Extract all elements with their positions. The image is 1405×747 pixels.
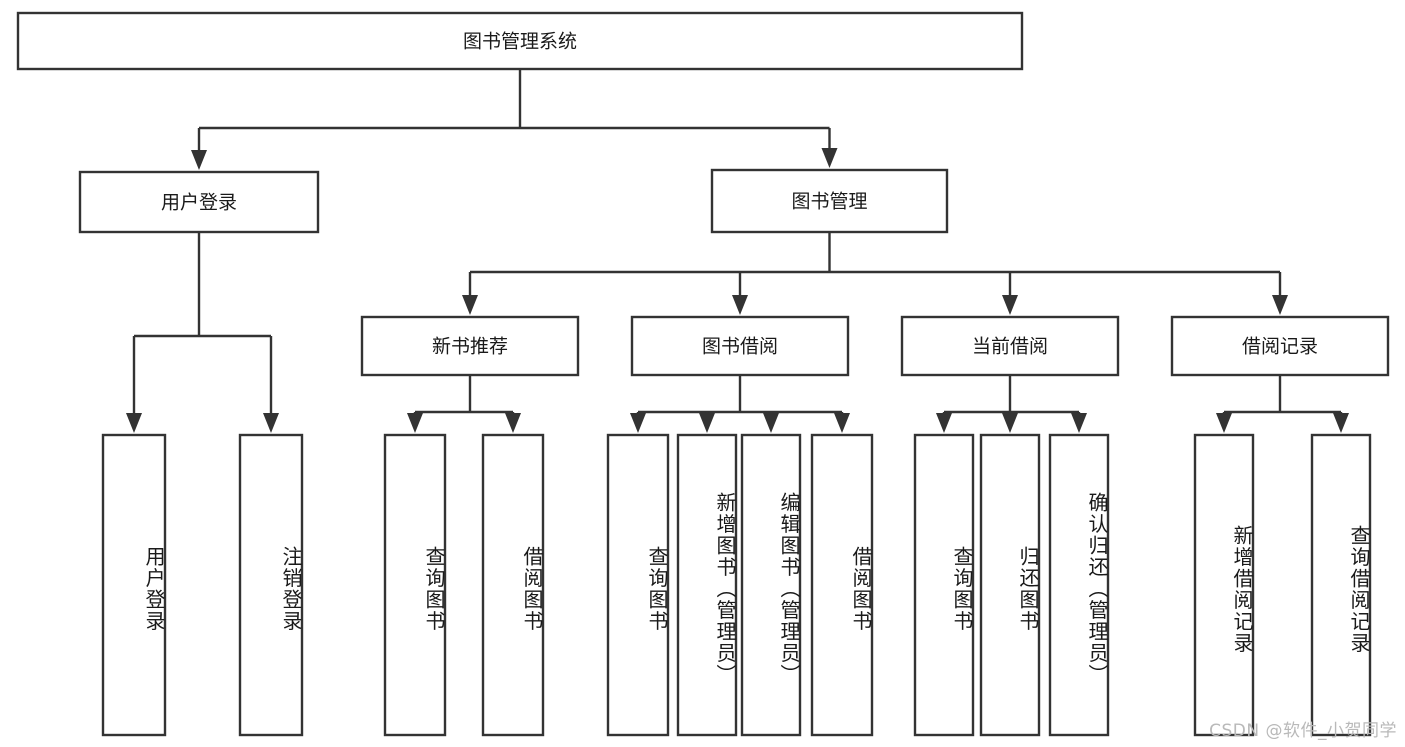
node-leaf-return-book[interactable]: [979, 433, 1041, 737]
edge-book-borrow-arrow-0: [630, 413, 646, 433]
node-leaf-borrow-book-2[interactable]: [810, 433, 874, 737]
edge-book-borrow-arrow-1: [699, 413, 715, 433]
node-book-borrow-label: 图书借阅: [702, 336, 778, 358]
edge-current-borrow-arrow-0: [936, 413, 952, 433]
node-new-book-rec[interactable]: [360, 315, 580, 377]
node-leaf-query-record[interactable]: [1310, 433, 1372, 737]
node-current-borrow-label: 当前借阅: [972, 336, 1048, 358]
csdn-watermark: CSDN @软件_小贺同学: [1209, 721, 1397, 741]
edge-borrow-record-arrow-1: [1333, 413, 1349, 433]
node-leaf-borrow-book-1[interactable]: [481, 433, 545, 737]
edge-borrow-record-arrow-0: [1216, 413, 1232, 433]
node-current-borrow[interactable]: [900, 315, 1120, 377]
node-leaf-user-logout[interactable]: [238, 433, 304, 737]
node-leaf-query-book-2[interactable]: [606, 433, 670, 737]
edge-new-book-rec-arrow-1: [505, 413, 521, 433]
node-box-layer: [16, 11, 1390, 737]
edge-current-borrow-arrow-2: [1071, 413, 1087, 433]
edge-book-manage-arrow-1: [732, 295, 748, 315]
node-leaf-user-login[interactable]: [101, 433, 167, 737]
node-root[interactable]: [16, 11, 1024, 71]
node-leaf-query-book-3[interactable]: [913, 433, 975, 737]
node-book-manage[interactable]: [710, 168, 949, 234]
node-user-login-label: 用户登录: [161, 192, 237, 214]
node-user-login[interactable]: [78, 170, 320, 234]
connector-layer: [126, 69, 1349, 433]
node-leaf-query-book-1[interactable]: [383, 433, 447, 737]
edge-new-book-rec-arrow-0: [407, 413, 423, 433]
edge-user-login-arrow-0: [126, 413, 142, 433]
edge-root-arrow-1: [821, 148, 838, 168]
node-borrow-record[interactable]: [1170, 315, 1390, 377]
edge-book-manage-arrow-0: [462, 295, 478, 315]
edge-book-manage-arrow-3: [1272, 295, 1288, 315]
node-book-borrow[interactable]: [630, 315, 850, 377]
node-root-label: 图书管理系统: [463, 31, 577, 53]
node-leaf-add-record[interactable]: [1193, 433, 1255, 737]
node-new-book-rec-label: 新书推荐: [432, 336, 508, 358]
node-book-manage-label: 图书管理: [791, 191, 867, 213]
edge-book-borrow-arrow-3: [834, 413, 850, 433]
node-leaf-add-book[interactable]: [676, 433, 738, 737]
edge-root-arrow-0: [191, 150, 207, 170]
edge-user-login-arrow-1: [263, 413, 279, 433]
edge-book-manage-arrow-2: [1002, 295, 1018, 315]
node-leaf-confirm-return[interactable]: [1048, 433, 1110, 737]
node-leaf-edit-book[interactable]: [740, 433, 802, 737]
node-borrow-record-label: 借阅记录: [1242, 336, 1318, 358]
edge-current-borrow-arrow-1: [1002, 413, 1018, 433]
edge-book-borrow-arrow-2: [763, 413, 779, 433]
